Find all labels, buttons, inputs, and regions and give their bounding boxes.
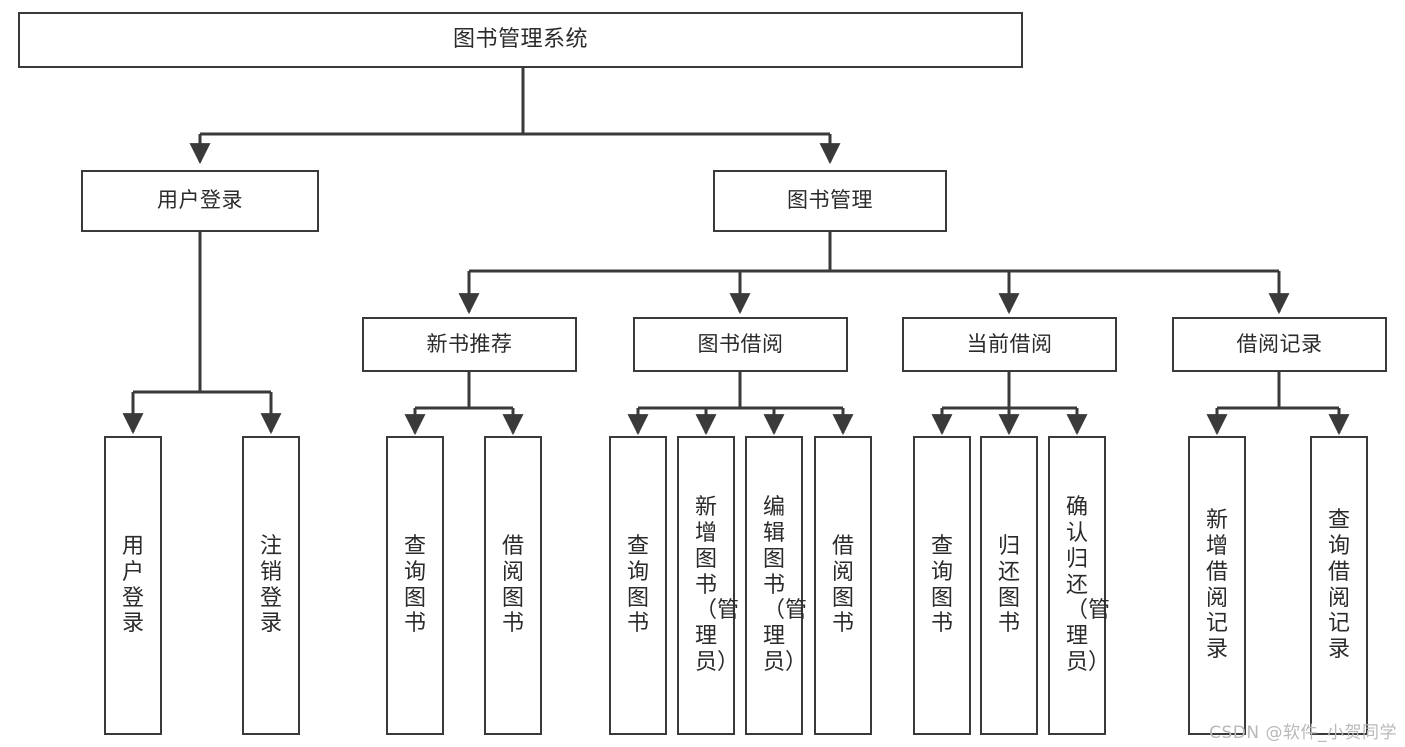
node-label: 用户登录 <box>122 533 145 637</box>
node-new-book-recommend[interactable]: 新书推荐 <box>362 317 577 372</box>
node-current-borrow[interactable]: 当前借阅 <box>902 317 1117 372</box>
node-label: 图书管理 <box>787 188 873 213</box>
node-borrow-record[interactable]: 借阅记录 <box>1172 317 1387 372</box>
node-book-borrow[interactable]: 图书借阅 <box>633 317 848 372</box>
leaf-book-borrow-query-book[interactable]: 查询图书 <box>609 436 667 735</box>
leaf-new-book-query-book[interactable]: 查询图书 <box>386 436 444 735</box>
leaf-book-borrow-borrow-book[interactable]: 借阅图书 <box>814 436 872 735</box>
leaf-book-borrow-add-book[interactable]: 新增图书（管理员） <box>677 436 740 735</box>
node-label: 注销登录 <box>260 533 283 637</box>
node-user-login[interactable]: 用户登录 <box>81 170 319 232</box>
leaf-book-borrow-edit-book[interactable]: 编辑图书（管理员） <box>745 436 808 735</box>
node-label: 编辑图书（管理员） <box>763 494 808 676</box>
node-label: 查询借阅记录 <box>1328 507 1351 663</box>
node-label: 查询图书 <box>627 533 650 637</box>
node-label: 借阅图书 <box>832 533 855 637</box>
node-label: 归还图书 <box>998 533 1021 637</box>
node-root-system[interactable]: 图书管理系统 <box>18 12 1023 68</box>
node-label: 新增借阅记录 <box>1206 507 1229 663</box>
node-label: 新增图书（管理员） <box>695 494 740 676</box>
node-label: 当前借阅 <box>966 331 1053 356</box>
node-label: 借阅记录 <box>1236 331 1323 356</box>
leaf-current-borrow-confirm-return[interactable]: 确认归还（管理员） <box>1048 436 1111 735</box>
node-label: 图书管理系统 <box>452 26 588 52</box>
node-label: 查询图书 <box>404 533 427 637</box>
node-label: 新书推荐 <box>426 331 513 356</box>
leaf-borrow-record-add-record[interactable]: 新增借阅记录 <box>1188 436 1246 735</box>
node-label: 确认归还（管理员） <box>1066 494 1111 676</box>
leaf-borrow-record-query-record[interactable]: 查询借阅记录 <box>1310 436 1368 735</box>
node-label: 查询图书 <box>931 533 954 637</box>
leaf-user-login-logout[interactable]: 注销登录 <box>242 436 300 735</box>
leaf-user-login-login[interactable]: 用户登录 <box>104 436 162 735</box>
node-book-management[interactable]: 图书管理 <box>713 170 947 232</box>
node-label: 图书借阅 <box>697 331 784 356</box>
node-label: 借阅图书 <box>502 533 525 637</box>
node-label: 用户登录 <box>157 188 243 213</box>
leaf-current-borrow-return-book[interactable]: 归还图书 <box>980 436 1038 735</box>
leaf-new-book-borrow-book[interactable]: 借阅图书 <box>484 436 542 735</box>
leaf-current-borrow-query-book[interactable]: 查询图书 <box>913 436 971 735</box>
